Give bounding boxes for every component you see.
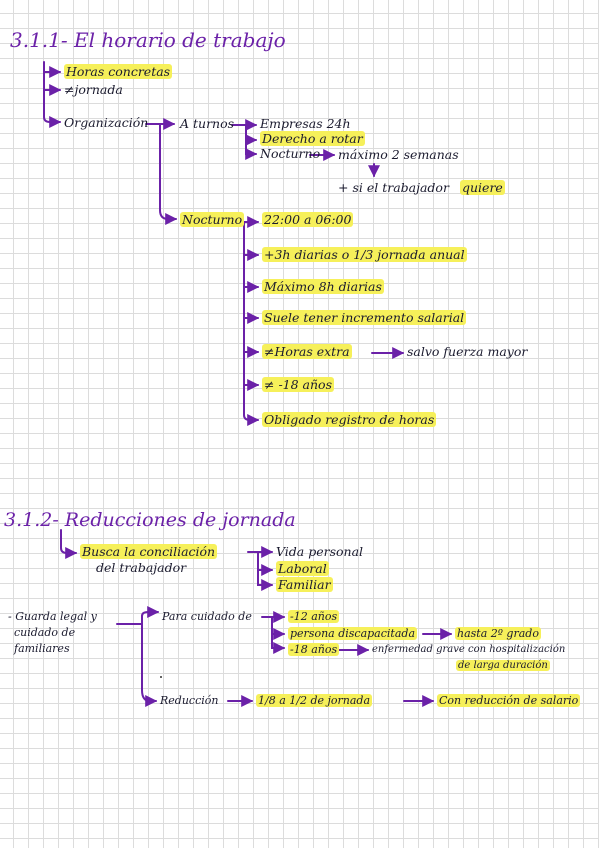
node-suele-incremento: Suele tener incremento salarial	[262, 310, 467, 325]
node-empresas: Empresas 24h	[260, 116, 351, 131]
pen-dot	[160, 676, 162, 678]
node-obligado-registro: Obligado registro de horas	[262, 412, 437, 427]
node-hasta-2-grado: hasta 2º grado	[455, 627, 541, 640]
node-larga-duracion: de larga duración	[456, 660, 550, 671]
node-jornada: ≠jornada	[64, 82, 123, 97]
node-quiere: quiere	[460, 180, 505, 195]
node-horas-concretas: Horas concretas	[64, 64, 173, 79]
node-organizacion: Organización	[64, 115, 149, 130]
node-mas-3h: +3h diarias o 1/3 jornada anual	[262, 247, 467, 262]
node-reduccion-salario: Con reducción de salario	[437, 694, 581, 707]
node-guarda-legal: - Guarda legal y	[8, 610, 97, 623]
node-nocturno: Nocturno	[180, 212, 245, 227]
node-nocturno-turnos: Nocturno	[260, 146, 321, 161]
node-para-cuidado: Para cuidado de	[162, 610, 252, 623]
node-familiar: Familiar	[276, 577, 333, 592]
node-menos-12: -12 años	[288, 610, 340, 623]
node-busca-conciliacion: Busca la conciliación	[80, 544, 218, 559]
node-cuidado-de: cuidado de	[14, 626, 76, 639]
node-horario-noche: 22:00 a 06:00	[262, 212, 354, 227]
node-fraccion-jornada: 1/8 a 1/2 de jornada	[256, 694, 373, 707]
node-si-trabajador: + si el trabajador	[338, 180, 449, 195]
node-del-trabajador: del trabajador	[96, 560, 187, 575]
node-laboral: Laboral	[276, 561, 329, 576]
node-maximo-semanas: máximo 2 semanas	[338, 147, 459, 162]
node-menos-18: -18 años	[288, 643, 340, 656]
node-max-8h: Máximo 8h diarias	[262, 279, 384, 294]
node-enfermedad-grave: enfermedad grave con hospitalización	[372, 644, 566, 655]
node-a-turnos: A turnos	[180, 116, 235, 131]
node-vida-personal: Vida personal	[276, 544, 364, 559]
node-horas-extra: ≠Horas extra	[262, 344, 352, 359]
node-menor-18: ≠ -18 años	[262, 377, 334, 392]
node-fuerza-mayor: salvo fuerza mayor	[407, 344, 528, 359]
node-derecho-rotar: Derecho a rotar	[260, 131, 365, 146]
node-persona-discapacitada: persona discapacitada	[288, 627, 417, 640]
section2-title: 3.1.2- Reducciones de jornada	[4, 509, 296, 531]
node-reduccion: Reducción	[160, 694, 219, 707]
node-familiares: familiares	[14, 642, 70, 655]
section1-title: 3.1.1- El horario de trabajo	[10, 28, 286, 52]
